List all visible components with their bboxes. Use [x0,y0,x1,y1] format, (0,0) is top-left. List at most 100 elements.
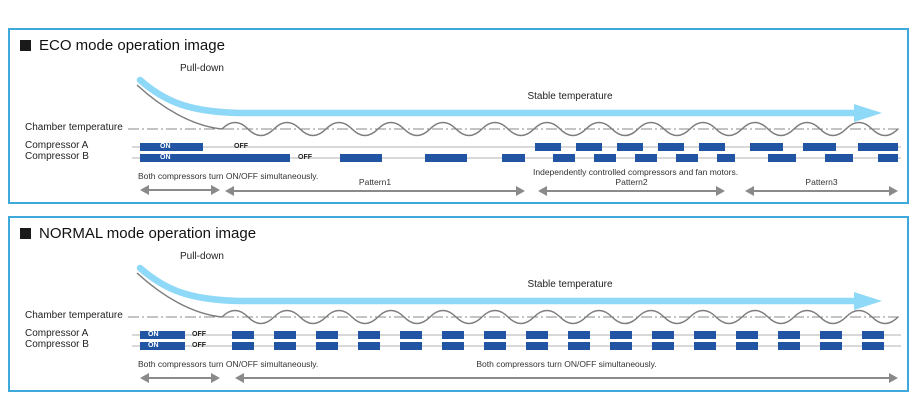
compressor-b-on-label: ON [148,342,159,349]
compressor-on-bar [442,342,464,350]
arrow-right-icon [889,186,898,196]
compressor-a-on-label: ON [148,331,159,338]
compressor-on-bar [358,342,380,350]
compressor-on-bar [232,342,254,350]
compressor-on-bar [717,154,735,162]
compressor-on-bar [803,143,836,151]
pattern2-range-arrow [538,186,725,196]
pattern3-range-arrow [745,186,898,196]
compressor-on-bar [316,331,338,339]
compressor-on-bar [140,154,290,162]
simultaneous-long-note: Both compressors turn ON/OFF simultaneou… [476,359,657,369]
compressor-on-bar [768,154,796,162]
arrow-left-icon [538,186,547,196]
compressor-on-bar [553,154,575,162]
chamber-temperature-label: Chamber temperature [25,122,123,133]
chamber-temperature-label: Chamber temperature [25,310,123,321]
arrow-right-icon [211,373,220,383]
stable-temperature-label: Stable temperature [527,279,613,290]
compressor-on-bar [862,331,884,339]
pattern1-label: Pattern1 [358,177,392,187]
compressor-on-bar [526,331,548,339]
compressor-on-bar [778,342,800,350]
compressor-a-label: Compressor A [25,328,89,339]
compressor-on-bar [340,154,382,162]
simultaneous-range-arrow [140,373,220,383]
pattern3-label: Pattern3 [805,177,838,187]
compressor-on-bar [442,331,464,339]
compressor-on-bar [610,342,632,350]
compressor-on-bar [878,154,898,162]
compressor-b-label: Compressor B [25,339,89,350]
normal-mode-panel: NORMAL mode operation image Pull-down St… [8,216,909,392]
arrow-left-icon [140,373,149,383]
compressor-on-bar [400,342,422,350]
compressor-on-bar [568,331,590,339]
stable-temperature-label: Stable temperature [527,91,613,102]
simultaneous-note: Both compressors turn ON/OFF simultaneou… [138,359,319,369]
compressor-a-timeline [10,143,907,151]
compressor-on-bar [820,331,842,339]
compressor-on-bar [526,342,548,350]
compressor-on-bar [862,342,884,350]
compressor-a-off-label: OFF [234,143,248,150]
stable-arrow-head-icon [854,104,882,122]
pulldown-label: Pull-down [180,251,224,262]
simultaneous-long-range-arrow [235,373,898,383]
compressor-b-timeline [10,154,907,162]
compressor-a-timeline [10,331,907,339]
compressor-on-bar [316,342,338,350]
compressor-b-on-label: ON [160,154,171,161]
compressor-on-bar [274,342,296,350]
eco-mode-panel: ECO mode operation image Pull-down Stabl… [8,28,909,204]
compressor-on-bar [400,331,422,339]
compressor-on-bar [484,342,506,350]
arrow-left-icon [235,373,244,383]
compressor-b-timeline [10,342,907,350]
stable-arrow-head-icon [854,292,882,310]
compressor-on-bar [778,331,800,339]
compressor-b-label: Compressor B [25,151,89,162]
compressor-b-off-label: OFF [298,154,312,161]
compressor-on-bar [425,154,467,162]
arrow-left-icon [745,186,754,196]
compressor-a-off-label: OFF [192,331,206,338]
compressor-on-bar [750,143,783,151]
chamber-temperature-wave [136,272,899,325]
compressor-on-bar [736,331,758,339]
compressor-on-bar [610,331,632,339]
compressor-on-bar [140,331,185,339]
compressor-on-bar [358,331,380,339]
title-square-icon [20,40,31,51]
compressor-a-label: Compressor A [25,140,89,151]
title-square-icon [20,228,31,239]
simultaneous-range-arrow [140,185,220,195]
compressor-on-bar [652,342,674,350]
compressor-on-bar [594,154,616,162]
compressor-on-bar [576,143,602,151]
compressor-on-bar [535,143,561,151]
pulldown-label: Pull-down [180,63,224,74]
compressor-on-bar [635,154,657,162]
arrow-left-icon [140,185,149,195]
compressor-on-bar [568,342,590,350]
compressor-on-bar [699,143,725,151]
compressor-on-bar [694,342,716,350]
compressor-on-bar [652,331,674,339]
arrow-right-icon [211,185,220,195]
compressor-on-bar [232,331,254,339]
compressor-on-bar [502,154,525,162]
compressor-on-bar [274,331,296,339]
panel-title: ECO mode operation image [20,37,225,54]
normal-panel-graphics [128,264,901,347]
compressor-on-bar [140,342,185,350]
pulldown-stable-curve [136,264,860,305]
arrow-right-icon [716,186,725,196]
compressor-on-bar [484,331,506,339]
panel-title-text: NORMAL mode operation image [39,225,257,242]
compressor-on-bar [858,143,898,151]
simultaneous-note: Both compressors turn ON/OFF simultaneou… [138,171,319,181]
arrow-right-icon [516,186,525,196]
pattern2-label: Pattern2 [615,177,648,187]
